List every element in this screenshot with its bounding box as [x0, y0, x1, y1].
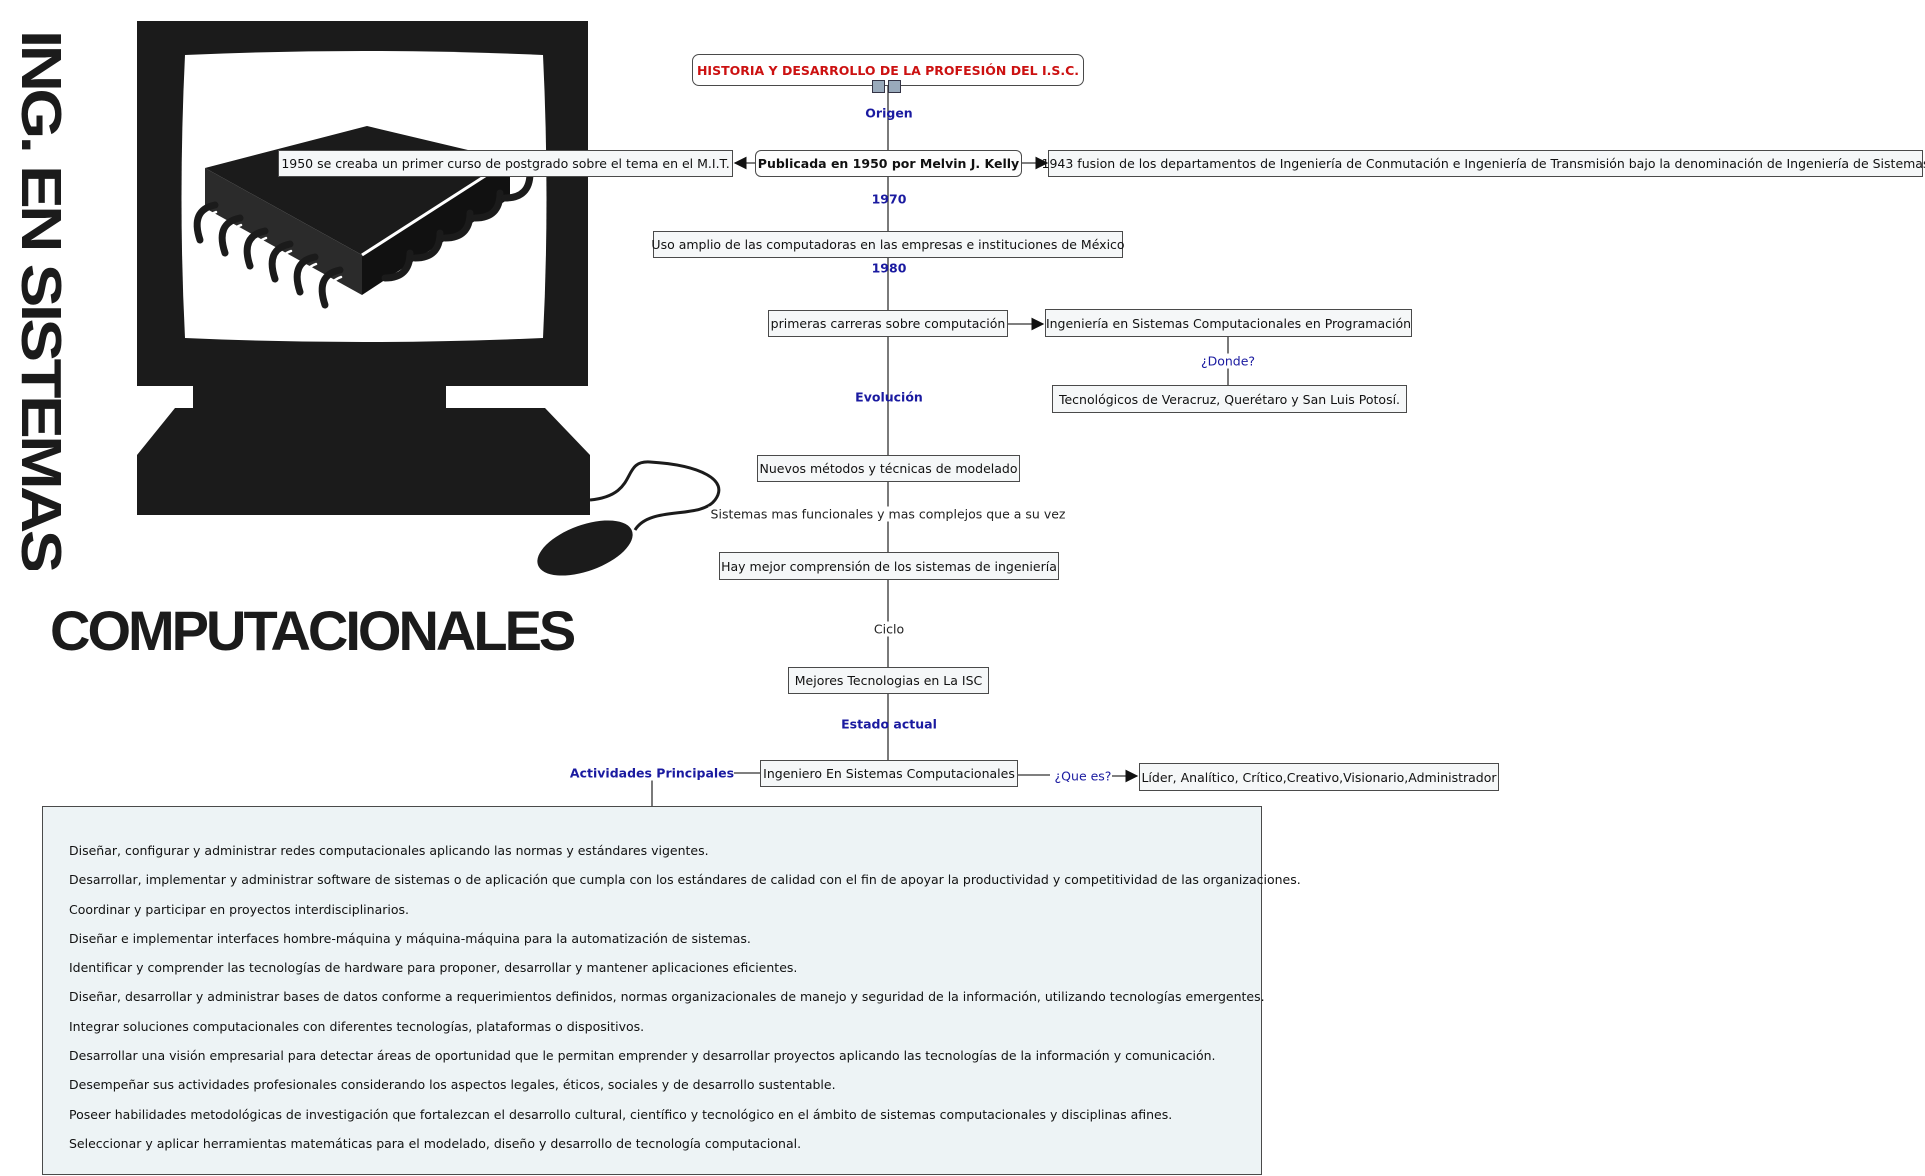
- node-ingeniero[interactable]: Ingeniero En Sistemas Computacionales: [760, 760, 1018, 787]
- label-donde: ¿Donde?: [1198, 353, 1258, 369]
- svg-text:ING. EN SISTEMAS: ING. EN SISTEMAS: [9, 30, 73, 570]
- activity-item: Poseer habilidades metodológicas de inve…: [69, 1106, 1173, 1122]
- activity-item: Coordinar y participar en proyectos inte…: [69, 901, 409, 917]
- activity-item: Integrar soluciones computacionales con …: [69, 1018, 645, 1034]
- note-icon[interactable]: [888, 80, 901, 93]
- node-comprension[interactable]: Hay mejor comprensión de los sistemas de…: [719, 552, 1059, 580]
- label-sistemas: Sistemas mas funcionales y mas complejos…: [708, 506, 1068, 522]
- node-carreras[interactable]: primeras carreras sobre computación: [768, 310, 1008, 337]
- horizontal-title: COMPUTACIONALES: [50, 599, 576, 662]
- node-tecnologicos[interactable]: Tecnológicos de Veracruz, Querétaro y Sa…: [1052, 385, 1407, 413]
- activity-item: Diseñar, configurar y administrar redes …: [69, 843, 709, 858]
- node-lider-label: Líder, Analítico, Crítico,Creativo,Visio…: [1141, 769, 1497, 785]
- activity-item: Desarrollar una visión empresarial para …: [69, 1048, 1216, 1064]
- node-comprension-label: Hay mejor comprensión de los sistemas de…: [721, 558, 1057, 574]
- node-lider[interactable]: Líder, Analítico, Crítico,Creativo,Visio…: [1139, 763, 1499, 791]
- activity-item: Identificar y comprender las tecnologías…: [69, 960, 798, 976]
- vertical-title: ING. EN SISTEMAS: [9, 30, 73, 570]
- label-ciclo: Ciclo: [873, 621, 905, 637]
- map-title-text: HISTORIA Y DESARROLLO DE LA PROFESIÓN DE…: [696, 62, 1080, 78]
- activity-item: Desempeñar sus actividades profesionales…: [69, 1077, 836, 1093]
- label-evolucion: Evolución: [855, 389, 923, 405]
- node-tecnologicos-label: Tecnológicos de Veracruz, Querétaro y Sa…: [1058, 391, 1401, 407]
- label-que-es: ¿Que es?: [1054, 768, 1112, 784]
- activity-item: Desarrollar, implementar y administrar s…: [69, 872, 1301, 888]
- node-mit[interactable]: 1950 se creaba un primer curso de postgr…: [278, 150, 733, 177]
- mouse-cable: [589, 460, 721, 531]
- activities-panel[interactable]: Diseñar, configurar y administrar redes …: [42, 806, 1301, 1175]
- node-kelly-label: Publicada en 1950 por Melvin J. Kelly: [757, 156, 1020, 171]
- activity-item: Diseñar, desarrollar y administrar bases…: [69, 989, 1265, 1005]
- node-kelly[interactable]: Publicada en 1950 por Melvin J. Kelly: [755, 150, 1022, 177]
- node-mejores-label: Mejores Tecnologias en La ISC: [794, 673, 983, 688]
- label-1980: 1980: [871, 260, 907, 276]
- node-isc-programacion-label: Ingeniería en Sistemas Computacionales e…: [1045, 315, 1412, 331]
- node-mejores[interactable]: Mejores Tecnologias en La ISC: [788, 667, 989, 694]
- node-uso-label: Uso amplio de las computadoras en las em…: [651, 237, 1125, 252]
- label-origen: Origen: [865, 105, 913, 121]
- node-metodos[interactable]: Nuevos métodos y técnicas de modelado: [757, 455, 1020, 482]
- node-ingeniero-label: Ingeniero En Sistemas Computacionales: [763, 766, 1015, 781]
- label-estado-actual: Estado actual: [841, 716, 937, 732]
- node-metodos-label: Nuevos métodos y técnicas de modelado: [759, 461, 1018, 476]
- label-actividades: Actividades Principales: [569, 765, 735, 781]
- node-carreras-label: primeras carreras sobre computación: [770, 316, 1006, 331]
- node-uso[interactable]: Uso amplio de las computadoras en las em…: [651, 231, 1125, 258]
- node-fusion-label: 1943 fusion de los departamentos de Inge…: [1041, 156, 1925, 171]
- mouse-icon: [537, 520, 633, 576]
- node-mit-label: 1950 se creaba un primer curso de postgr…: [281, 156, 730, 171]
- node-isc-programacion[interactable]: Ingeniería en Sistemas Computacionales e…: [1045, 309, 1412, 337]
- image-icon[interactable]: [872, 80, 885, 93]
- node-fusion[interactable]: 1943 fusion de los departamentos de Inge…: [1042, 150, 1925, 177]
- activity-item: Seleccionar y aplicar herramientas matem…: [69, 1135, 802, 1151]
- label-1970: 1970: [871, 191, 907, 207]
- activity-item: Diseñar e implementar interfaces hombre-…: [69, 930, 751, 946]
